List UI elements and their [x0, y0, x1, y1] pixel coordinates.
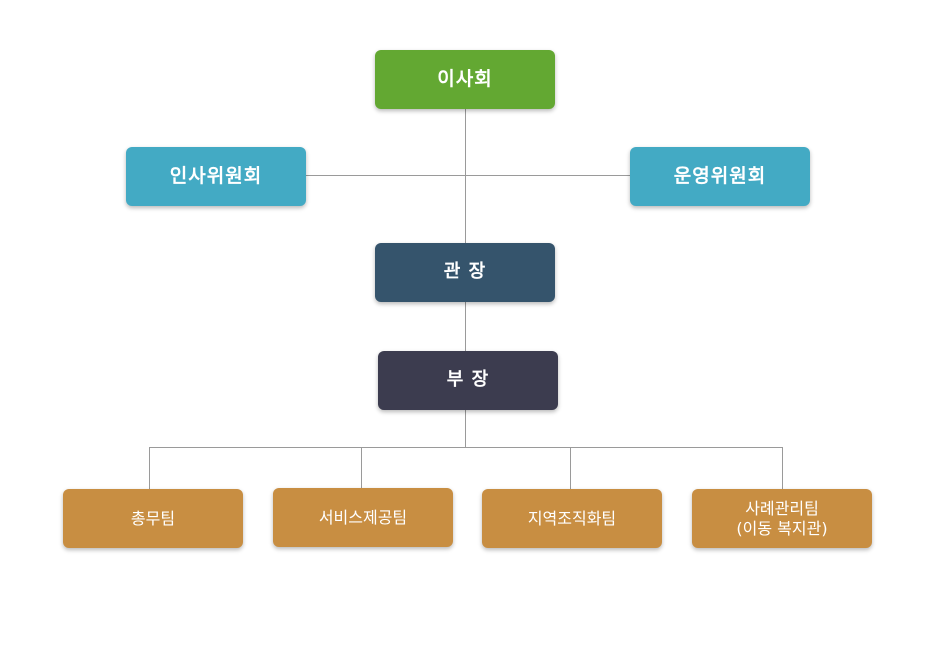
team-label-service-provision: 서비스제공팀 — [318, 507, 408, 527]
manager-box[interactable]: 부 장 — [378, 351, 558, 410]
director-label: 관 장 — [443, 261, 487, 283]
team-label-general-affairs: 총무팀 — [130, 508, 176, 528]
personnel-committee-label: 인사위원회 — [169, 164, 263, 187]
team-box-case-management[interactable]: 사례관리팀 (이동 복지관) — [692, 489, 872, 548]
operating-committee-label: 운영위원회 — [673, 164, 767, 187]
board-box[interactable]: 이사회 — [375, 50, 555, 109]
team-box-general-affairs[interactable]: 총무팀 — [63, 489, 243, 548]
team-box-service-provision[interactable]: 서비스제공팀 — [273, 488, 453, 547]
manager-label: 부 장 — [446, 369, 490, 391]
team-box-community-organizing[interactable]: 지역조직화팀 — [482, 489, 662, 548]
director-box[interactable]: 관 장 — [375, 243, 555, 302]
operating-committee-box[interactable]: 운영위원회 — [630, 147, 810, 206]
team-label-community-organizing: 지역조직화팀 — [527, 508, 617, 528]
board-label: 이사회 — [437, 67, 493, 90]
personnel-committee-box[interactable]: 인사위원회 — [126, 147, 306, 206]
team-label-case-management: 사례관리팀 (이동 복지관) — [736, 498, 828, 538]
